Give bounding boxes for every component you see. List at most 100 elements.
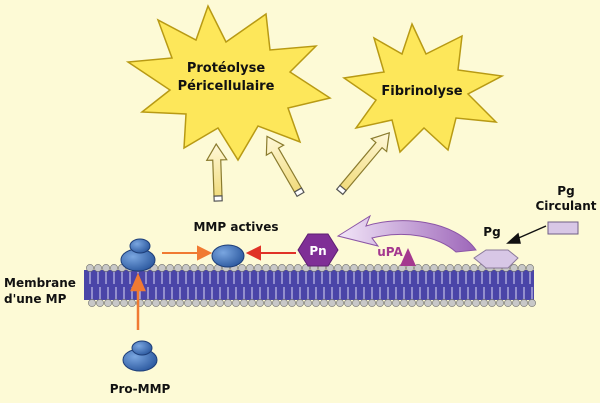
- lipid-head: [464, 299, 472, 307]
- lipid-head: [232, 299, 240, 307]
- lipid-head: [270, 264, 278, 272]
- lipid-head: [336, 299, 344, 307]
- lipid-head: [350, 264, 358, 272]
- upa-label: uPA: [377, 245, 403, 259]
- lipid-head: [366, 264, 374, 272]
- hollow-arrow-middle: [265, 135, 305, 198]
- mmp-active-shape: [211, 244, 245, 268]
- lipid-head: [414, 264, 422, 272]
- lipid-head: [496, 299, 504, 307]
- pg-to-pn-curved-arrow: [336, 214, 477, 253]
- lipid-head: [424, 299, 432, 307]
- lipid-head: [254, 264, 262, 272]
- lipid-head: [470, 264, 478, 272]
- lipid-head: [256, 299, 264, 307]
- lipid-head: [144, 299, 152, 307]
- lipid-head: [248, 299, 256, 307]
- proteolysis-label-line2: Péricellulaire: [178, 79, 275, 94]
- lipid-head: [200, 299, 208, 307]
- pg-circulant-label-line2: Circulant: [536, 199, 597, 213]
- pn-label: Pn: [309, 244, 326, 258]
- hollow-arrows: [205, 131, 391, 202]
- lipid-head: [328, 299, 336, 307]
- lipid-head: [352, 299, 360, 307]
- lipid-head: [512, 299, 520, 307]
- lipid-head: [184, 299, 192, 307]
- pg-label: Pg: [483, 225, 500, 239]
- lipid-head: [448, 299, 456, 307]
- lipid-head: [358, 264, 366, 272]
- lipid-head: [88, 299, 96, 307]
- lipid-head: [280, 299, 288, 307]
- lipid-head: [382, 264, 390, 272]
- lipid-head: [488, 299, 496, 307]
- fibrinolysis-burst-shape: [342, 21, 505, 154]
- pro-mmp-orange-arrow: [130, 272, 146, 330]
- membrane-bilayer: [84, 264, 536, 307]
- pn-hexagon: [297, 233, 339, 267]
- lipid-head: [190, 264, 198, 272]
- lipid-head: [182, 264, 190, 272]
- lipid-head: [96, 299, 104, 307]
- lipid-head: [376, 299, 384, 307]
- pro-mmp-shape: [122, 340, 158, 372]
- lipid-head: [422, 264, 430, 272]
- pg-circulant-label-line1: Pg: [557, 184, 574, 198]
- lipid-head: [272, 299, 280, 307]
- proteolysis-burst: Protéolyse Péricellulaire: [125, 4, 332, 162]
- lipid-head: [392, 299, 400, 307]
- lipid-head: [238, 264, 246, 272]
- lipid-head: [198, 264, 206, 272]
- pro-mmp-label: Pro-MMP: [110, 382, 171, 396]
- lipid-head: [432, 299, 440, 307]
- lipid-head: [166, 264, 174, 272]
- lipid-head: [438, 264, 446, 272]
- lipid-head: [390, 264, 398, 272]
- lipid-head: [112, 299, 120, 307]
- lipid-head: [342, 264, 350, 272]
- upa-triangle: [400, 248, 416, 266]
- lipid-head: [360, 299, 368, 307]
- lipid-head: [304, 299, 312, 307]
- lipid-head: [504, 299, 512, 307]
- lipid-head: [296, 299, 304, 307]
- lipid-head: [288, 299, 296, 307]
- lipid-head: [520, 299, 528, 307]
- lipid-head: [246, 264, 254, 272]
- membrane-heads-bottom: [88, 299, 536, 307]
- lipid-head: [374, 264, 382, 272]
- lipid-head: [454, 264, 462, 272]
- lipid-head: [160, 299, 168, 307]
- lipid-head: [278, 264, 286, 272]
- lipid-head: [120, 299, 128, 307]
- proteolysis-label-line1: Protéolyse: [187, 61, 266, 76]
- lipid-head: [104, 299, 112, 307]
- lipid-head: [440, 299, 448, 307]
- mmp-bound-shape: [120, 238, 156, 272]
- lipid-head: [430, 264, 438, 272]
- pg-circulant-arrow: [506, 225, 547, 244]
- membrane-label-line2: d'une MP: [4, 292, 67, 306]
- lipid-head: [206, 264, 214, 272]
- lipid-head: [262, 264, 270, 272]
- lipid-head: [384, 299, 392, 307]
- lipid-head: [94, 264, 102, 272]
- lipid-head: [416, 299, 424, 307]
- lipid-head: [518, 264, 526, 272]
- membrane-tails: [89, 272, 533, 299]
- mmp-activation-orange-arrow: [162, 245, 213, 261]
- lipid-head: [400, 299, 408, 307]
- lipid-head: [192, 299, 200, 307]
- lipid-head: [526, 264, 534, 272]
- pn-to-mmp-red-arrow: [245, 245, 296, 261]
- fibrinolysis-label: Fibrinolyse: [381, 84, 462, 99]
- lipid-head: [152, 299, 160, 307]
- pg-circulant-box: [547, 221, 579, 235]
- lipid-head: [462, 264, 470, 272]
- lipid-head: [158, 264, 166, 272]
- proteolysis-burst-shape: [125, 4, 332, 162]
- lipid-head: [480, 299, 488, 307]
- lipid-head: [368, 299, 376, 307]
- lipid-head: [344, 299, 352, 307]
